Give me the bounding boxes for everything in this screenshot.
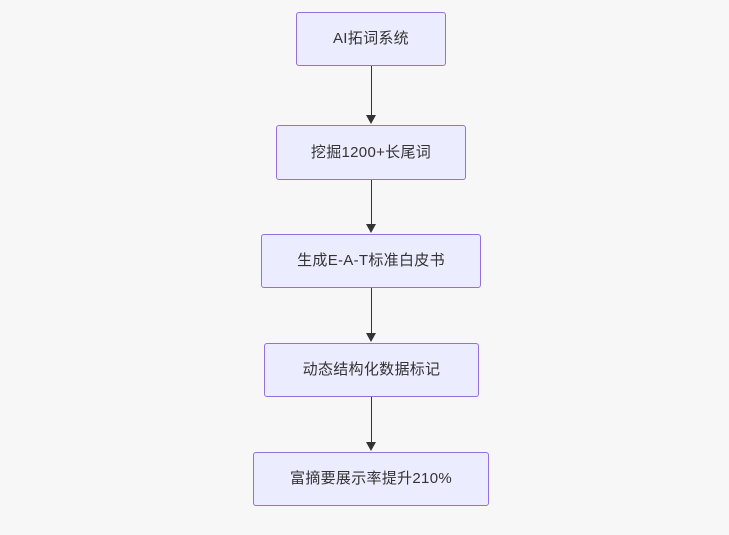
flow-node-ai-keyword-system[interactable]: AI拓词系统: [296, 12, 446, 66]
flow-node-label: AI拓词系统: [333, 30, 409, 47]
flow-edge-n3-n4: [371, 288, 372, 338]
flow-node-label: 挖掘1200+长尾词: [310, 143, 432, 161]
flow-node-structured-data-markup[interactable]: 动态结构化数据标记: [264, 343, 479, 397]
flow-edge-n4-n5: [371, 397, 372, 447]
flow-node-rich-snippet-rate[interactable]: 富摘要展示率提升210%: [253, 452, 489, 506]
flow-node-label: 富摘要展示率提升210%: [290, 470, 452, 487]
flow-edge-n1-n2: [371, 66, 372, 116]
flow-node-label: 生成E-A-T标准白皮书: [297, 252, 445, 269]
flow-node-longtail-keywords[interactable]: 挖掘1200+长尾词: [276, 125, 466, 180]
flow-node-label: 动态结构化数据标记: [302, 361, 441, 378]
flow-arrowhead-n1-n2: [366, 115, 376, 124]
flow-node-eat-whitepaper[interactable]: 生成E-A-T标准白皮书: [261, 234, 481, 288]
flow-edge-n2-n3: [371, 180, 372, 229]
flow-arrowhead-n4-n5: [366, 442, 376, 451]
flow-arrowhead-n3-n4: [366, 333, 376, 342]
flow-arrowhead-n2-n3: [366, 224, 376, 233]
